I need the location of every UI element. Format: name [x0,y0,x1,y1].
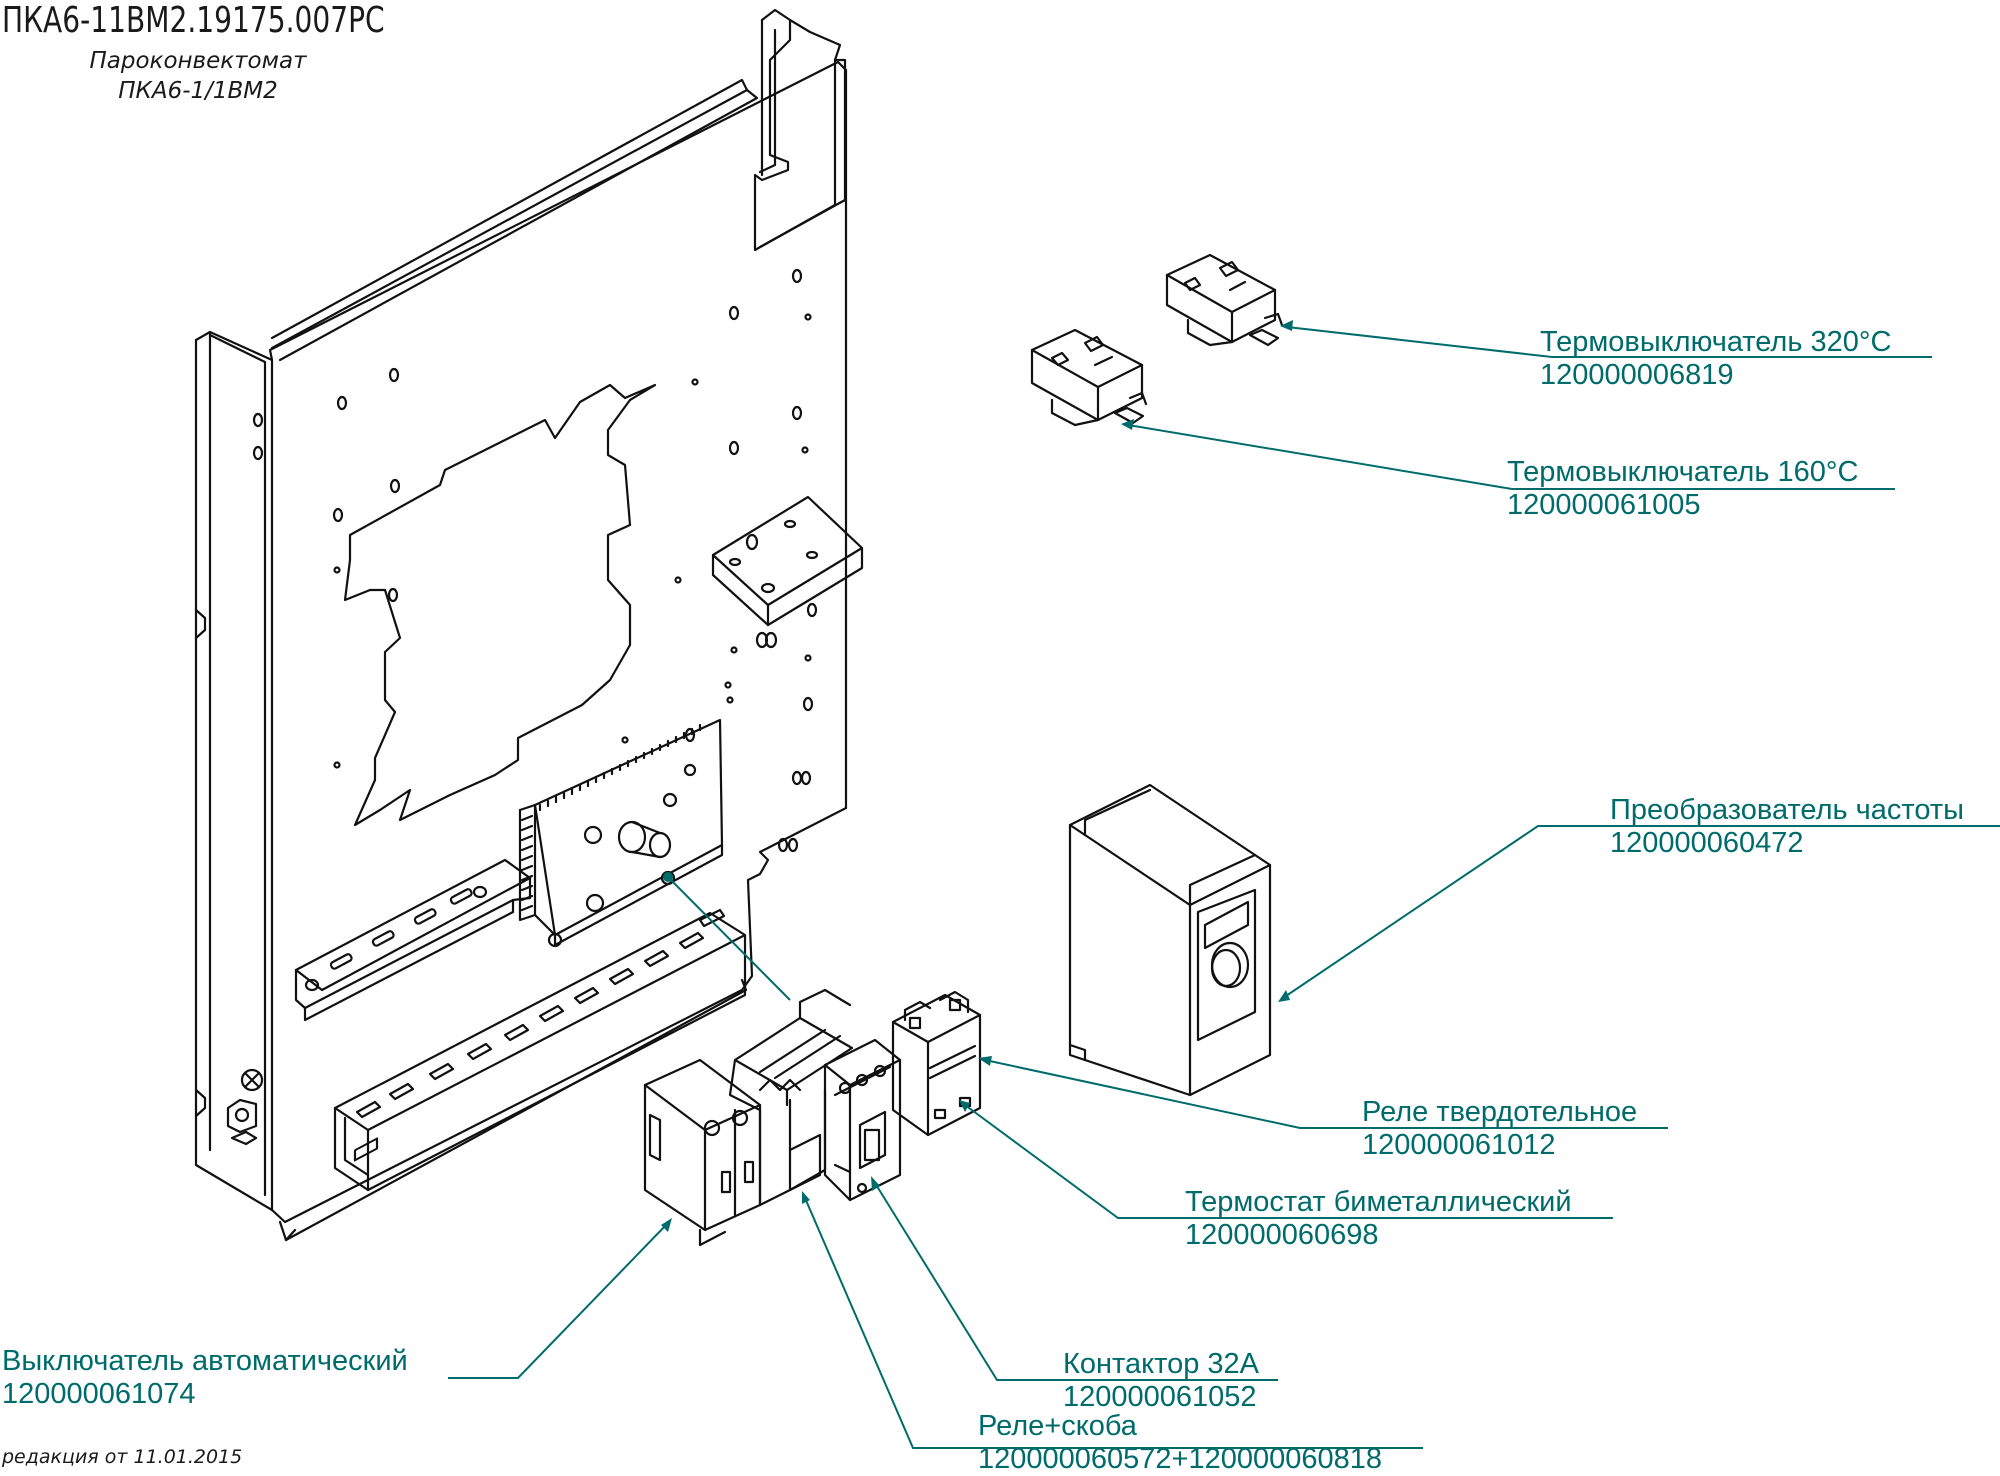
title-line-2: ПКА6-1/1ВМ2 [118,78,278,104]
callout-contactor-32a: Контактор 32А 120000061052 [1063,1348,1259,1414]
callout-frequency-converter: Преобразователь частоты 120000060472 [1610,794,1964,860]
contactor-32a-device [823,1038,902,1202]
callout-solid-state-relay: Реле твердотельное 120000061012 [1362,1096,1637,1162]
callout-name: Преобразователь частоты [1610,794,1964,826]
callout-circuit-breaker: Выключатель автоматический 120000061074 [2,1345,408,1411]
frequency-converter-device [1068,783,1272,1097]
duct-slots [355,908,726,1119]
title-line-1: Пароконвектомат [89,48,307,74]
ground-bolt [226,1068,264,1146]
solid-state-relay-device [891,990,982,1137]
leader-arrowheads [661,320,1293,1232]
callout-code: 120000061074 [2,1378,196,1410]
revision-note: редакция от 11.01.2015 [2,1446,243,1468]
document-title: Пароконвектомат ПКА6-1/1ВМ2 [58,46,338,106]
callout-name: Контактор 32А [1063,1348,1260,1380]
callout-name: Термовыключатель 160°С [1507,456,1859,488]
callout-thermoswitch-160: Термовыключатель 160°С 120000061005 [1507,456,1858,522]
thermoswitch-160-device [1030,328,1148,427]
panel-holes [252,268,818,853]
callout-code: 120000006819 [1540,359,1734,391]
callout-name: Реле твердотельное [1362,1096,1638,1128]
callout-code: 120000061052 [1063,1381,1257,1413]
document-code: ПКА6-11ВМ2.19175.007РС [2,0,385,41]
callout-thermoswitch-320: Термовыключатель 320°С 120000006819 [1540,326,1891,392]
circuit-breaker-device [643,1058,762,1247]
callout-code: 120000061005 [1507,489,1701,521]
leader-lines [448,326,2000,1449]
callout-name: Термовыключатель 320°С [1540,326,1892,358]
callout-code: 120000060472 [1610,827,1804,859]
callout-name: Термостат биметаллический [1185,1186,1572,1218]
callout-code: 120000060698 [1185,1219,1379,1251]
callout-relay-bracket: Реле+скоба 120000060572+120000060818 [978,1410,1382,1476]
heatsink-module [518,718,724,948]
angle-bracket [711,495,864,627]
mounting-panel [194,8,864,1242]
cable-duct [333,908,747,1192]
callout-name: Выключатель автоматический [2,1345,408,1377]
callout-code: 120000061012 [1362,1129,1556,1161]
callout-bimetal-thermostat: Термостат биметаллический 120000060698 [1185,1186,1572,1252]
callout-name: Реле+скоба [978,1410,1137,1442]
thermoswitch-320-device [1165,253,1284,347]
callout-code: 120000060572+120000060818 [978,1443,1383,1475]
din-rail [294,858,532,1022]
